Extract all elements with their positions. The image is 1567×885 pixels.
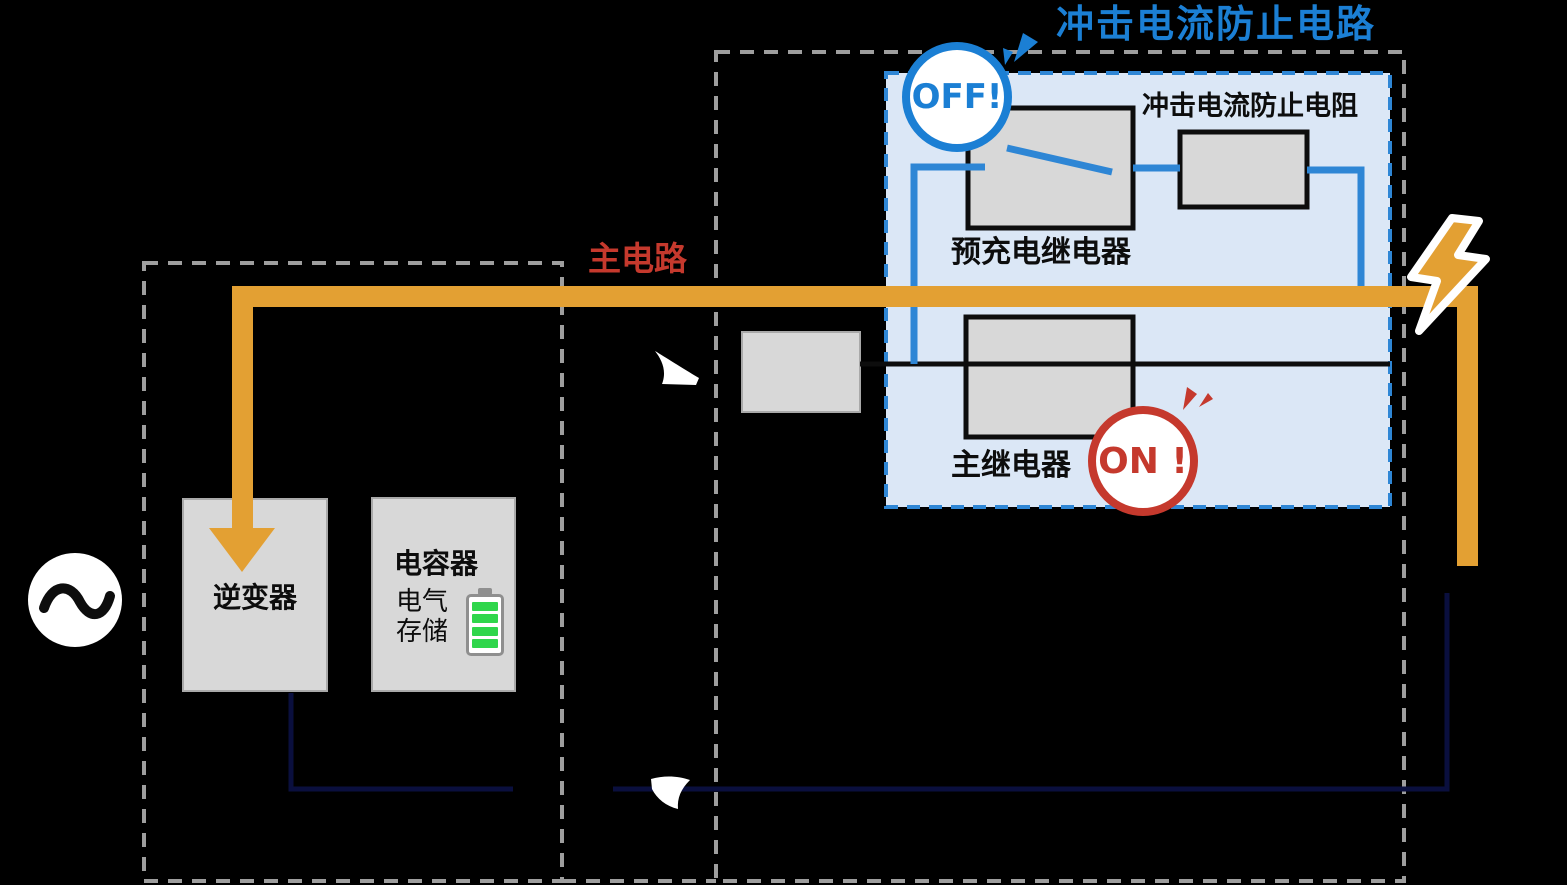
on-badge: ON !	[1088, 406, 1198, 516]
battery-bar	[472, 638, 498, 648]
precharge-relay-label: 预充电继电器	[951, 235, 1131, 270]
right-unit-outline	[714, 50, 1406, 883]
capacitor-storage-label: 电气 存储	[396, 587, 449, 648]
battery-gauge-icon	[466, 588, 504, 656]
main-relay-box	[963, 314, 1136, 440]
junction-box	[741, 331, 861, 413]
battery-bar	[472, 602, 498, 612]
inverter-label: 逆变器	[212, 581, 297, 614]
precharge-wire-right	[1307, 166, 1365, 290]
main-circuit-label: 主电路	[588, 239, 687, 278]
main-relay-label: 主继电器	[951, 448, 1071, 483]
inrush-resistor-box	[1177, 129, 1310, 210]
battery-bar	[472, 614, 498, 624]
inrush-resistor-label: 冲击电流防止电阻	[1142, 91, 1358, 122]
capacitor-label: 电容器	[394, 547, 479, 580]
left-unit-outline	[142, 261, 564, 883]
off-badge: OFF!	[902, 42, 1012, 152]
battery-bar	[472, 626, 498, 636]
open-switch-contact	[1006, 144, 1113, 176]
capacitor-storage-line2: 存储	[396, 616, 449, 647]
capacitor-storage-line1: 电气	[396, 587, 449, 617]
diagram-title: 冲击电流防止电路	[1056, 2, 1377, 46]
